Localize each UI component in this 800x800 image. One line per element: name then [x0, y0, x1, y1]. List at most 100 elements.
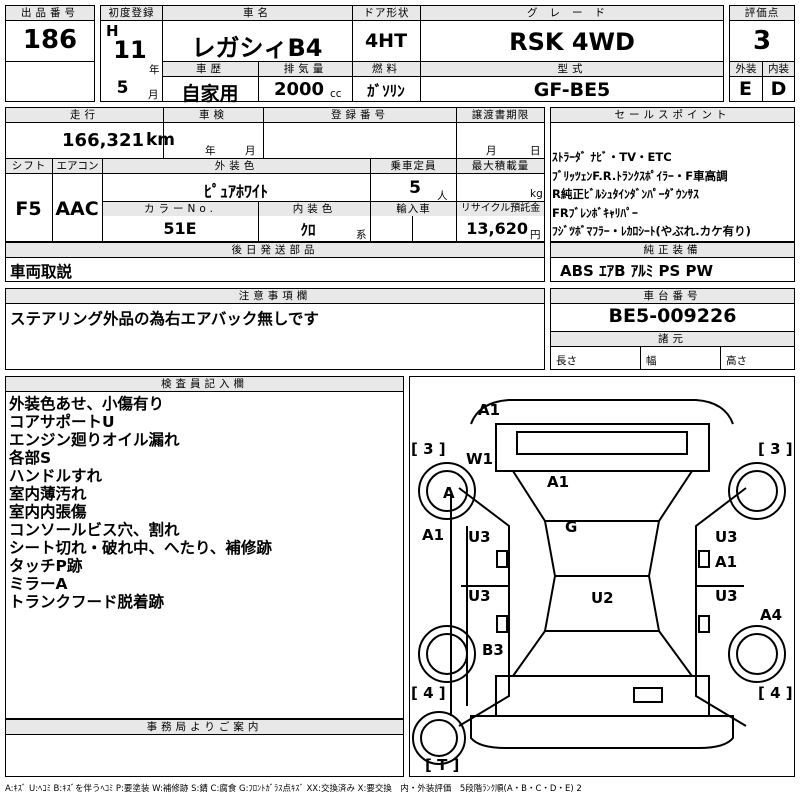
car-diagram-box — [409, 376, 795, 777]
exterior-grade: E — [739, 78, 752, 100]
rear-bumper-outline — [470, 715, 734, 749]
sales-point: FRﾌﾞﾚﾝﾎﾞｷｬﾘﾊﾟｰ — [552, 205, 638, 220]
left-front-door-damage: U3 — [468, 528, 491, 546]
lot-number: 186 — [22, 25, 78, 55]
right-rear-door-damage: U3 — [715, 587, 738, 605]
transfer-month-unit: 月 — [486, 145, 497, 157]
tire-front-right: [ 3 ] — [758, 440, 793, 458]
fuel-label: 燃料 — [353, 62, 420, 76]
standard-equipment-box — [550, 242, 795, 282]
front-bumper-outline — [470, 399, 734, 425]
width-label: 幅 — [646, 355, 657, 367]
standard-equipment: ABS ｴｱB ｱﾙﾐ PS PW — [560, 262, 714, 280]
interior-color: ｸﾛ — [300, 221, 316, 239]
sales-points-label: セールスポイント — [551, 108, 794, 122]
inspector-note: 室内内張傷 — [9, 503, 87, 521]
door-handle-rf — [698, 550, 710, 568]
yen-unit: 円 — [530, 229, 541, 241]
persons-unit: 人 — [437, 190, 448, 202]
era: H — [106, 22, 119, 40]
windshield-damage: W1 — [466, 450, 493, 468]
hood-damage: A1 — [547, 473, 570, 491]
history-label: 車歴 — [163, 62, 258, 76]
rear-left-tire — [418, 625, 476, 683]
length-label: 長さ — [556, 355, 577, 367]
door-handle-lf — [496, 550, 508, 568]
transfer-day-unit: 日 — [530, 145, 541, 157]
inspector-note: エンジン廻りオイル漏れ — [9, 431, 180, 449]
chassis-box — [550, 288, 795, 370]
left-rear-fender-damage: B3 — [482, 641, 504, 659]
year-unit: 年 — [149, 64, 160, 76]
left-front-fender-damage: A1 — [422, 526, 445, 544]
sales-point: R純正ﾋﾞﾙｼｭﾀｲﾝﾀﾞﾝﾊﾟｰﾀﾞｳﾝｻｽ — [552, 187, 699, 201]
exterior-color-label: 外装色 — [103, 159, 370, 173]
rear-right-tire — [728, 625, 786, 683]
grade: RSK 4WD — [509, 28, 635, 56]
vehicle-detail-box — [5, 107, 545, 242]
right-side-outline — [695, 487, 747, 727]
front-left-wheel-damage: A — [443, 484, 455, 502]
front-right-tire — [728, 462, 786, 520]
color-number: 51E — [163, 219, 197, 238]
recycle-label: リサイクル預託金 — [457, 202, 544, 216]
left-rear-door-damage: U3 — [468, 587, 491, 605]
tire-rear-left: [ 4 ] — [411, 684, 446, 702]
tail-lamp — [633, 687, 663, 703]
reg-year: 11 — [113, 36, 147, 64]
model-code-label: 型式 — [421, 62, 723, 76]
lot-number-label: 出品番号 — [6, 6, 94, 20]
inspector-note: コアサポートU — [9, 413, 115, 431]
front-body-outline — [495, 423, 710, 472]
car-name: レガシィB4 — [191, 34, 323, 62]
aircon-label: エアコン — [53, 159, 102, 173]
sales-point: ﾌﾞﾘｯﾂｪﾝF.R.ﾄﾗﾝｸｽﾎﾟｲﾗｰ・F車高調 — [552, 168, 728, 183]
kei-unit: 系 — [356, 229, 367, 241]
rear-center-damage: U2 — [591, 589, 614, 607]
sales-point: ﾌｼﾞﾂﾎﾞﾏﾌﾗｰ・ﾚｶﾛｼｰﾄ(やぶれ.カケ有り) — [552, 224, 751, 238]
interior-grade: D — [770, 78, 787, 100]
mileage-label: 走行 — [6, 108, 163, 122]
inspector-note: 外装色あせ、小傷有り — [9, 395, 165, 413]
first-reg-label: 初度登録 — [101, 6, 162, 20]
right-front-door-damage-2: A1 — [715, 553, 738, 571]
month-unit: 月 — [148, 89, 159, 101]
tire-rear-right: [ 4 ] — [758, 684, 793, 702]
inspector-note: コンソールビス穴、割れ — [9, 521, 180, 539]
fuel: ｶﾞｿﾘﾝ — [367, 82, 405, 100]
displacement: 2000 — [273, 79, 325, 100]
model-code: GF-BE5 — [533, 79, 611, 101]
spare-tire-label: [ T ] — [425, 756, 460, 774]
car-diagram — [412, 399, 786, 765]
aircon: AAC — [55, 198, 99, 220]
reg-month: 5 — [116, 78, 129, 98]
recycle-fee: 13,620 — [466, 219, 528, 238]
capacity-label: 乗車定員 — [371, 159, 456, 173]
chassis-number: BE5-009226 — [608, 305, 737, 327]
inspector-note: タッチP跡 — [9, 557, 83, 575]
front-bumper-damage: A1 — [478, 401, 501, 419]
standard-equipment-label: 純正装備 — [551, 243, 794, 257]
door-type-label: ドア形状 — [353, 6, 420, 20]
color-number-label: カラーNo. — [103, 202, 258, 216]
right-front-door-damage: U3 — [715, 528, 738, 546]
tire-front-left: [ 3 ] — [411, 440, 446, 458]
inspection-year-unit: 年 — [205, 145, 216, 157]
roof-damage: G — [565, 518, 578, 536]
exterior-color: ﾋﾟｭｱﾎﾜｲﾄ — [203, 182, 268, 201]
capacity: 5 — [409, 178, 421, 198]
inspector-notes-list: 外装色あせ、小傷有り コアサポートU エンジン廻りオイル漏れ 各部S ハンドルす… — [9, 395, 272, 611]
shift-label: シフト — [6, 159, 52, 173]
notes-label: 注意事項欄 — [6, 289, 544, 303]
inspector-label: 検査員記入欄 — [6, 377, 403, 391]
displacement-label: 排気量 — [259, 62, 352, 76]
inspector-note: ハンドルすれ — [9, 467, 103, 485]
hood-outline — [511, 470, 694, 522]
sales-points-list: ｽﾄﾗｰﾀﾞ ﾅﾋﾞ・TV・ETC ﾌﾞﾘｯﾂｪﾝF.R.ﾄﾗﾝｸｽﾎﾟｲﾗｰ・… — [552, 148, 751, 241]
windshield-outline — [543, 520, 661, 577]
office-notice-label: 事務局よりご案内 — [6, 720, 403, 734]
km-unit: km — [146, 130, 176, 150]
sales-point: ｽﾄﾗｰﾀﾞ ﾅﾋﾞ・TV・ETC — [552, 150, 672, 164]
notes-box — [5, 288, 545, 370]
inspector-box — [5, 376, 404, 719]
